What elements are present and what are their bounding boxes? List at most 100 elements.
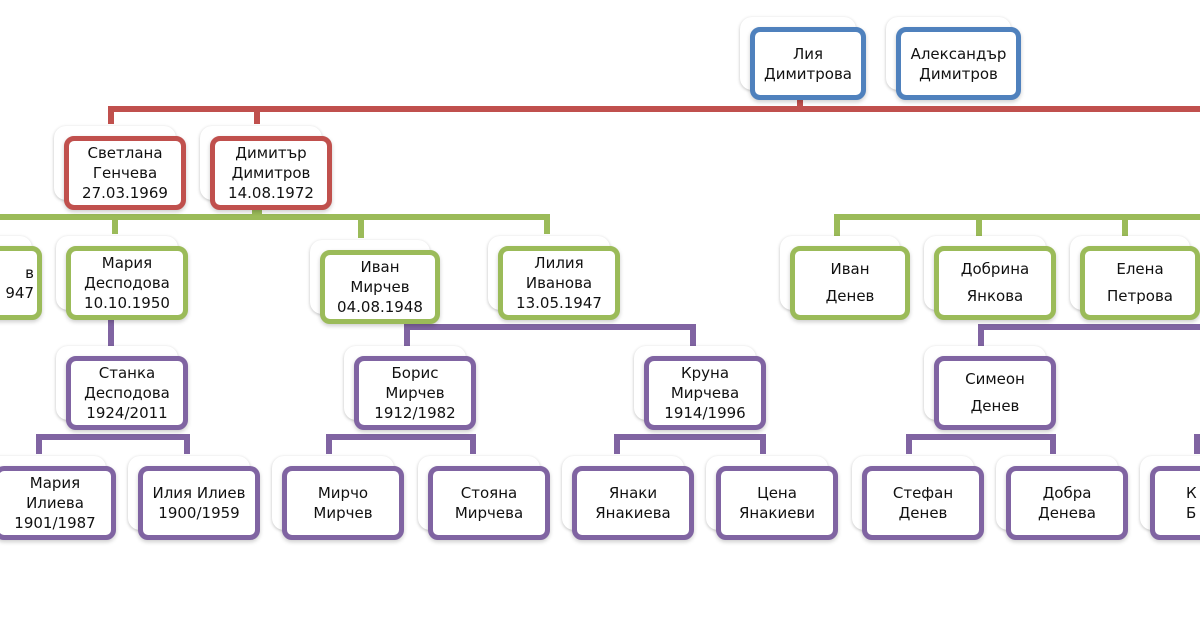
connector-gen5-bar-3	[614, 434, 766, 440]
person-line: Илия Илиев	[152, 484, 246, 502]
person-line: Мирчо	[317, 484, 369, 502]
person-liya-dimitrova: Лия Димитрова	[740, 17, 866, 100]
person-simeon-denev: Симеон Денев	[924, 346, 1056, 430]
person-line: Петрова	[1107, 287, 1173, 305]
person-line: Стефан	[892, 484, 954, 502]
person-line: Мирчева	[670, 384, 740, 402]
connector-gen3-drop-3	[544, 214, 550, 234]
connector-gen5-drop-4	[470, 434, 476, 454]
person-boris-mirchev: Борис Мирчев 1912/1982	[344, 346, 476, 430]
person-line: Станка	[98, 364, 156, 382]
person-line: Янкова	[966, 287, 1024, 305]
person-mircho-mirchev: Мирчо Мирчев	[272, 456, 404, 540]
connector-gen5-bar-2	[326, 434, 476, 440]
person-line: Иванова	[525, 274, 593, 292]
person-line: Симеон	[965, 370, 1025, 388]
person-line: Димитров	[919, 64, 998, 83]
person-stefan-denev: Стефан Денев	[852, 456, 984, 540]
connector-gen3-drop-2	[358, 214, 364, 238]
person-line: Димитър	[235, 144, 307, 162]
connector-gen3-drop-5	[976, 214, 982, 238]
person-line: Стояна	[460, 484, 518, 502]
person-line: Мария	[29, 474, 81, 492]
person-line: Денев	[825, 287, 875, 305]
person-date: 1914/1996	[664, 404, 746, 422]
person-yanaki-yanakieva: Янаки Янакиева	[562, 456, 694, 540]
person-line: в	[25, 264, 34, 282]
connector-gen5-drop-1	[36, 434, 42, 454]
connector-gen5-drop-2	[184, 434, 190, 454]
person-dobrina-yankova: Добрина Янкова	[924, 236, 1056, 320]
person-ivan-denev: Иван Денев	[780, 236, 910, 320]
person-date: 13.05.1947	[516, 294, 602, 312]
connector-gen4-bar-mid	[404, 324, 696, 330]
person-line: Иван	[360, 258, 400, 276]
person-tsena-yanakievi: Цена Янакиеви	[706, 456, 838, 540]
person-date: 10.10.1950	[84, 294, 170, 312]
person-line: Александър	[910, 44, 1007, 63]
person-line: Цена	[757, 484, 797, 502]
connector-gen1-bar	[108, 106, 1200, 112]
person-line: Димитрова	[763, 64, 852, 83]
person-line: Димитров	[231, 164, 311, 182]
person-stanka-despodova: Станка Десподова 1924/2011	[56, 346, 188, 430]
person-date: 1912/1982	[374, 404, 456, 422]
person-line: Круна	[680, 364, 730, 382]
connector-gen5-bar-1	[36, 434, 190, 440]
connector-gen5-drop-5	[614, 434, 620, 454]
connector-gen4-drop-kruna	[690, 324, 696, 348]
connector-gen3-drop-6	[1122, 214, 1128, 238]
connector-gen3-trunk-left	[108, 320, 114, 350]
connector-gen2-drop-left	[108, 106, 114, 124]
person-line: Лия	[792, 44, 824, 63]
person-line: Янакиева	[595, 504, 671, 522]
person-stoyana-mircheva: Стояна Мирчева	[418, 456, 550, 540]
connector-gen5-bar-4	[906, 434, 1056, 440]
person-line: Лилия	[534, 254, 584, 272]
person-line: Мирчев	[313, 504, 373, 522]
person-date: 27.03.1969	[82, 184, 168, 202]
connector-gen5-drop-7	[906, 434, 912, 454]
person-line: Генчева	[92, 164, 158, 182]
person-aleksandar-dimitrov: Александър Димитров	[886, 17, 1021, 100]
person-line: Борис	[391, 364, 439, 382]
connector-gen5-drop-3	[326, 434, 332, 454]
person-line: Добра	[1042, 484, 1092, 502]
connector-gen3-drop-1	[112, 214, 118, 234]
person-dimitar-dimitrov: Димитър Димитров 14.08.1972	[200, 126, 332, 210]
person-maria-despodova: Мария Десподова 10.10.1950	[56, 236, 188, 320]
connector-gen3-drop-4	[834, 214, 840, 238]
person-line: Мирчев	[385, 384, 445, 402]
connector-gen3-bar-right	[834, 214, 1200, 220]
person-line: Добрина	[960, 260, 1030, 278]
person-kruna-mircheva: Круна Мирчева 1914/1996	[634, 346, 766, 430]
person-iliya-iliev: Илия Илиев 1900/1959	[128, 456, 260, 540]
connector-gen4-bar-right	[978, 324, 1200, 330]
person-elena-petrova: Елена Петрова	[1070, 236, 1200, 320]
person-line: Светлана	[87, 144, 163, 162]
person-line: Денев	[970, 397, 1020, 415]
person-line: Янакиеви	[738, 504, 816, 522]
person-line: Десподова	[84, 384, 170, 402]
person-line: Денев	[898, 504, 948, 522]
person-date: 1900/1959	[158, 504, 240, 522]
connector-gen5-drop-8	[1050, 434, 1056, 454]
connector-gen4-drop-boris	[404, 324, 410, 348]
person-line: Денева	[1037, 504, 1096, 522]
person-date: 947	[5, 284, 34, 302]
person-line: Мирчев	[350, 278, 410, 296]
person-maria-ilieva: Мария Илиева 1901/1987	[0, 456, 116, 540]
connector-gen2-drop-mid	[254, 106, 260, 124]
connector-gen1-trunk	[797, 96, 803, 110]
person-cut-left: в 947	[0, 236, 42, 320]
connector-gen4-drop-simeon	[978, 324, 984, 348]
person-date: 04.08.1948	[337, 298, 423, 316]
person-line: Иван	[830, 260, 870, 278]
person-date: 1924/2011	[86, 404, 168, 422]
person-line: Б	[1186, 504, 1197, 522]
connector-gen5-drop-6	[760, 434, 766, 454]
person-line: Илиева	[26, 494, 84, 512]
person-svetlana-gencheva: Светлана Генчева 27.03.1969	[54, 126, 186, 210]
person-line: К	[1186, 484, 1197, 502]
